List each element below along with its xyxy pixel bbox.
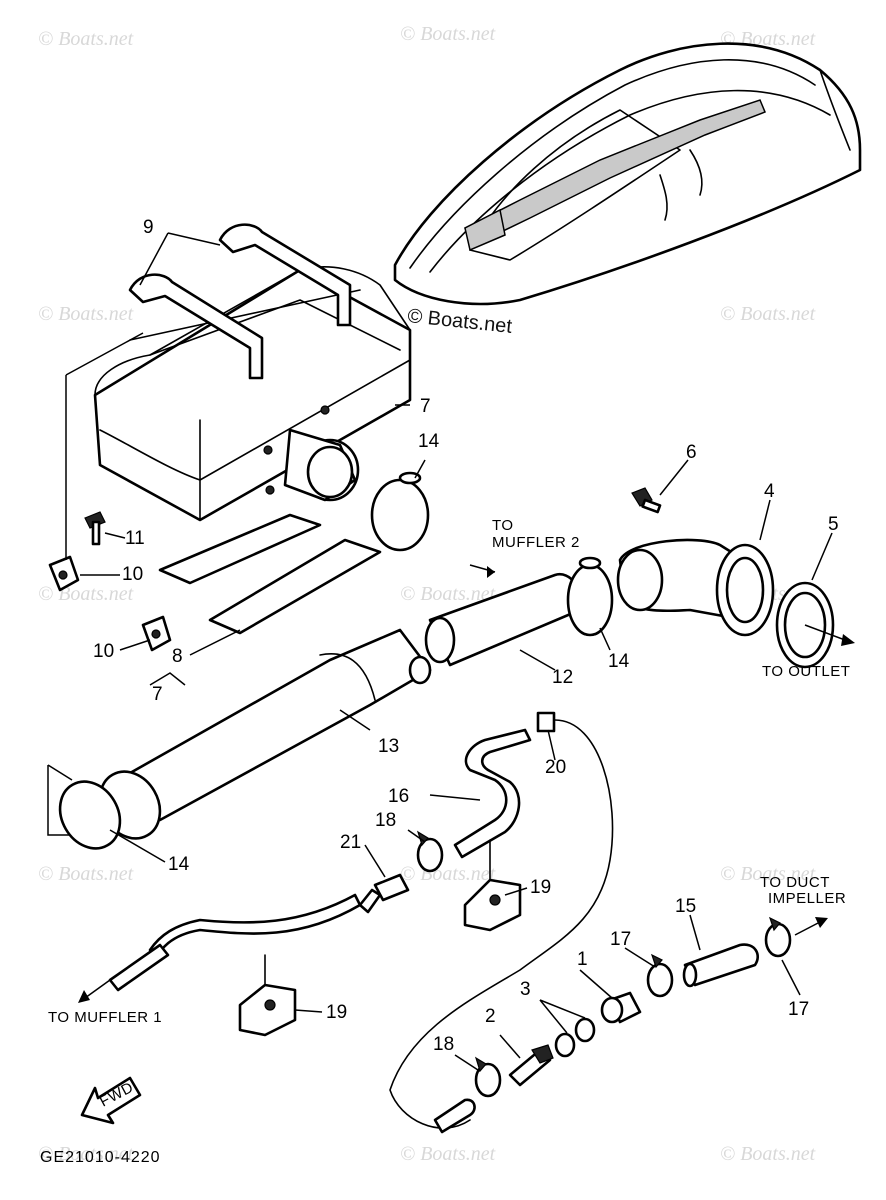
fitting-part-20 (536, 711, 556, 733)
hose-clamp-part-14 (58, 471, 614, 850)
callout-20: 20 (545, 757, 566, 778)
callout-7: 7 (152, 684, 163, 705)
destination-labels: TO MUFFLER 2 TO OUTLET TO DUCT IMPELLER … (48, 517, 850, 1026)
water-hose-part-16 (453, 728, 532, 859)
hose-clamp-part-18 (416, 830, 502, 1098)
label-to-muffler-2: MUFFLER 2 (492, 534, 580, 551)
label-to-duct: TO DUCT (760, 874, 830, 891)
callout-11: 11 (125, 528, 145, 549)
label-to-outlet: TO OUTLET (762, 663, 850, 680)
callout-numbers: 9 7 14 6 4 5 11 10 10 8 7 12 14 13 20 16… (93, 217, 839, 1055)
callout-6: 6 (686, 442, 697, 463)
callout-14: 14 (608, 651, 630, 672)
muffler-box-part-7 (93, 266, 412, 522)
callout-19: 19 (326, 1002, 347, 1023)
label-to-muffler-2: TO (492, 517, 514, 534)
watermark: © Boats.net (400, 863, 496, 885)
watermark: © Boats.net (38, 1143, 134, 1165)
label-to-muffler-1: TO MUFFLER 1 (48, 1009, 162, 1026)
handle-part-9 (128, 223, 352, 380)
flow-arrows (78, 564, 855, 1003)
leader-lines (47, 232, 833, 1071)
callout-10: 10 (122, 564, 143, 585)
hose-clamp-part-17 (646, 916, 792, 998)
callout-14: 14 (168, 854, 190, 875)
callout-17: 17 (788, 999, 809, 1020)
hose-end (433, 1098, 476, 1134)
callout-15: 15 (675, 896, 696, 917)
callout-14: 14 (418, 431, 440, 452)
callout-18: 18 (375, 810, 396, 831)
callout-10: 10 (93, 641, 114, 662)
elbow-part-4 (616, 538, 775, 637)
callout-19: 19 (530, 877, 551, 898)
callout-4: 4 (764, 481, 775, 502)
watermark: © Boats.net (400, 1143, 496, 1165)
callout-18: 18 (433, 1034, 454, 1055)
diagram-code: GE21010-4220 (40, 1149, 161, 1166)
bolt-part-6 (631, 487, 662, 514)
callout-12: 12 (552, 667, 573, 688)
callout-8: 8 (172, 646, 183, 667)
label-to-duct: IMPELLER (768, 890, 846, 907)
callout-21: 21 (340, 832, 361, 853)
callout-16: 16 (388, 786, 409, 807)
forward-direction-icon: FWD (80, 1076, 142, 1125)
watermark: © Boats.net (720, 863, 816, 885)
callout-3: 3 (520, 979, 531, 1000)
watermark: © Boats.net (720, 1143, 816, 1165)
watermark: © Boats.net (400, 23, 496, 45)
washer-part-3 (554, 1017, 596, 1058)
exhaust-pipe-part-13 (98, 628, 432, 840)
watermark: © Boats.net (38, 303, 134, 325)
watercraft-hull-illustration (393, 42, 862, 306)
callout-7: 7 (420, 396, 431, 417)
callout-13: 13 (378, 736, 399, 757)
nipple-part-2 (508, 1044, 554, 1087)
callout-17: 17 (610, 929, 631, 950)
watermark: © Boats.net (38, 583, 134, 605)
callout-5: 5 (828, 514, 839, 535)
watermark: © Boats.net (720, 303, 816, 325)
callout-2: 2 (485, 1006, 496, 1027)
watermark: © Boats.net (400, 583, 496, 605)
hose-holder-part-19 (238, 878, 522, 1037)
watermark-main: © Boats.net (406, 305, 513, 338)
union-part-21 (358, 873, 410, 914)
bolt-part-11 (84, 511, 106, 546)
watermark: © Boats.net (38, 28, 134, 50)
fitting-part-1 (600, 991, 642, 1024)
callout-1: 1 (577, 949, 588, 970)
hose-part-15 (682, 943, 760, 988)
callout-9: 9 (143, 217, 154, 238)
watermark: © Boats.net (38, 863, 134, 885)
water-hose-to-muffler-1 (108, 893, 362, 992)
heat-shield-part-8 (158, 513, 382, 635)
bracket-part-10 (48, 555, 172, 652)
